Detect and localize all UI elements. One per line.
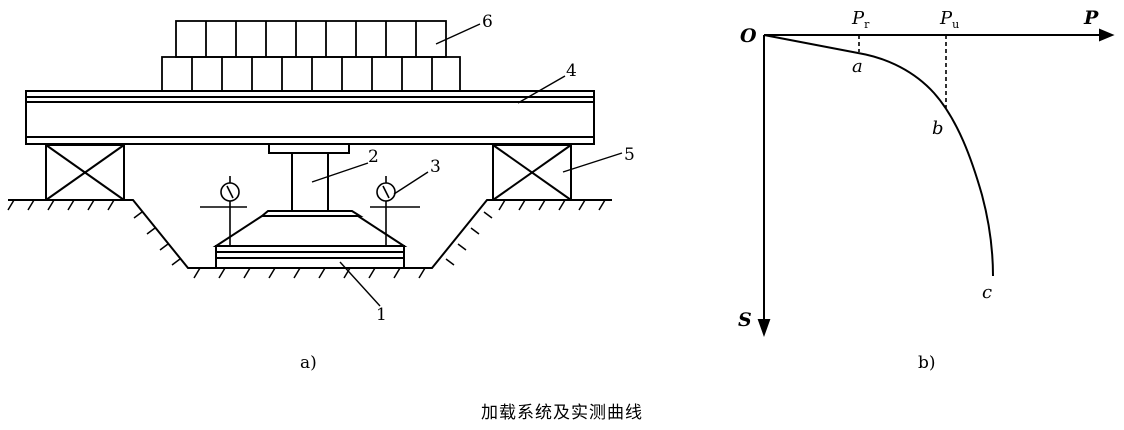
p-axis-label: P (1083, 7, 1099, 29)
panel-b-label: b) (918, 353, 936, 373)
point-c-label: c (982, 282, 992, 303)
origin-label: O (740, 25, 757, 47)
part-label-2: 2 (368, 147, 379, 167)
part-labels: 1 2 3 4 5 6 (368, 12, 635, 325)
point-a-label: a (852, 56, 863, 77)
ps-curve (763, 34, 994, 277)
part-label-3: 3 (430, 157, 441, 177)
dial-gauge-left (200, 176, 247, 246)
hydraulic-jack (268, 143, 350, 212)
figure-caption: 加载系统及实测曲线 (481, 403, 643, 423)
part-label-5: 5 (624, 145, 635, 165)
part-label-6: 6 (482, 12, 493, 32)
s-axis-arrow (757, 319, 771, 337)
kentledge-blocks (161, 20, 461, 92)
part-label-1: 1 (376, 305, 387, 325)
panel-a-label: a) (300, 353, 317, 373)
pu-label: Pu (939, 8, 959, 31)
right-support-crib (492, 144, 572, 201)
pr-label: Pr (851, 8, 870, 31)
left-support-crib (45, 144, 125, 201)
panel-a-loading-system (7, 20, 623, 307)
panel-b-ps-curve (757, 28, 1115, 337)
leader-lines (311, 23, 623, 307)
main-beam (25, 90, 595, 145)
part-label-4: 4 (566, 61, 577, 81)
s-axis-label: S (738, 309, 752, 331)
p-axis-arrow (1099, 28, 1115, 42)
load-plate (212, 210, 408, 268)
point-b-label: b (932, 118, 944, 139)
dial-gauge-right (370, 176, 420, 246)
